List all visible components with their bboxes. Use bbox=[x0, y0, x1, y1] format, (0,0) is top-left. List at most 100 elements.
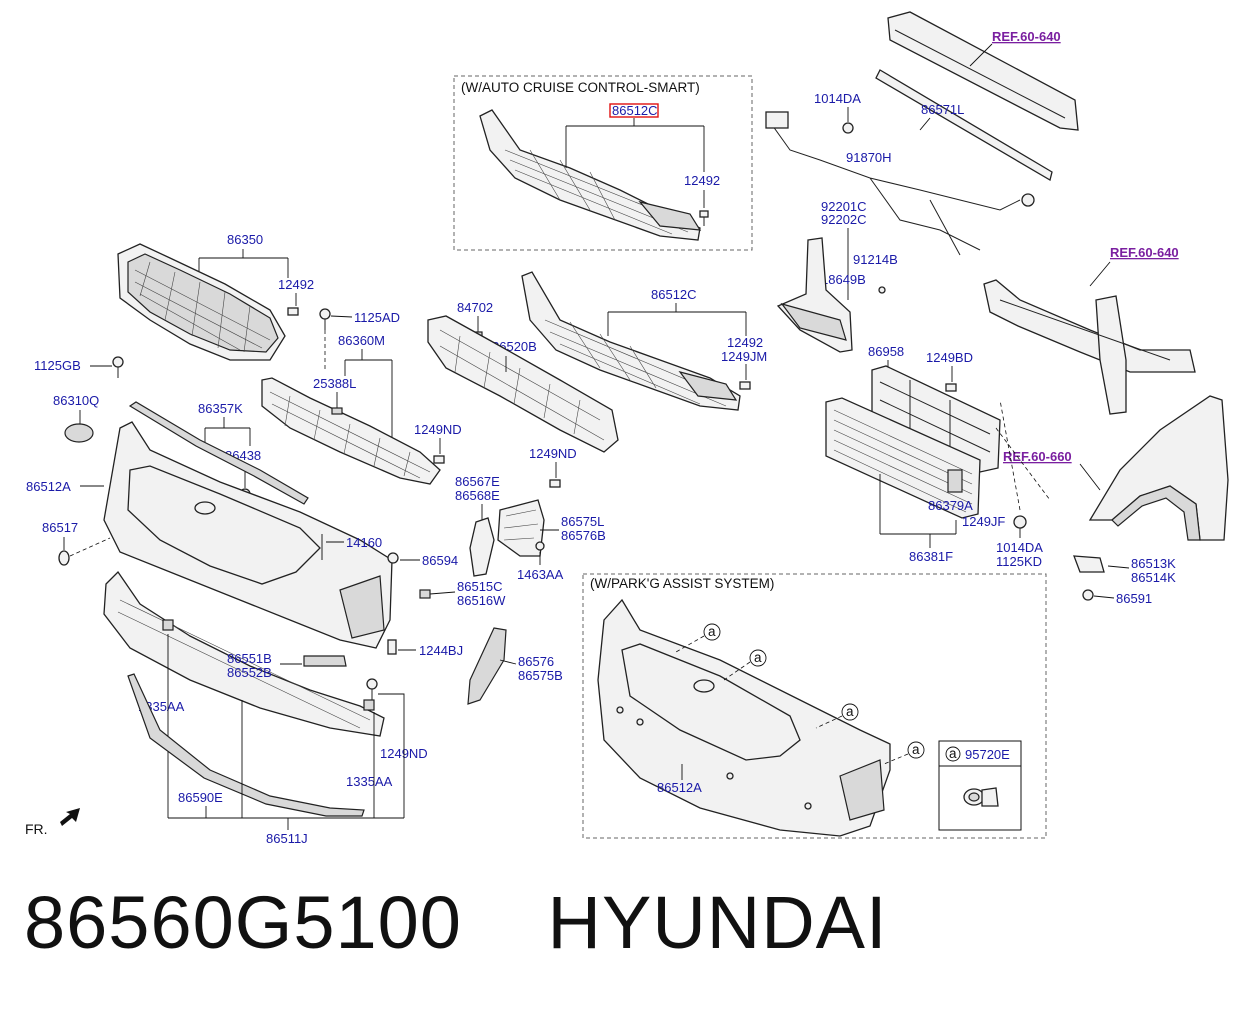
front-fender bbox=[1088, 395, 1229, 541]
lower-grille-standard bbox=[521, 271, 741, 411]
manufacturer-name: HYUNDAI bbox=[547, 881, 888, 964]
label-1249JM: 1249JM bbox=[721, 349, 767, 364]
label-86576: 86576 bbox=[518, 654, 554, 669]
sensor-legend: a 95720E bbox=[938, 740, 1022, 831]
bracket-1335AA-a bbox=[162, 619, 174, 631]
label-18649B: 18649B bbox=[821, 272, 866, 287]
bracket-1335AA-b bbox=[363, 699, 375, 711]
reflector-strip bbox=[303, 655, 347, 667]
label-84702: 84702 bbox=[457, 300, 493, 315]
lower-grille-cruise bbox=[479, 109, 702, 241]
label-1125KD: 1125KD bbox=[996, 554, 1042, 569]
label-25388L: 25388L bbox=[313, 376, 356, 391]
cruise-control-box-title: (W/AUTO CRUISE CONTROL-SMART) bbox=[461, 80, 700, 95]
label-12492-grille: 12492 bbox=[278, 277, 314, 292]
label-1249JF: 1249JF bbox=[962, 514, 1005, 529]
label-86516W: 86516W bbox=[457, 593, 506, 608]
label-91870H: 91870H bbox=[846, 150, 892, 165]
label-1335AA-b: 1335AA bbox=[346, 774, 393, 789]
label-86567E: 86567E bbox=[455, 474, 500, 489]
front-bumper-cover bbox=[103, 421, 393, 649]
parking-assist-box bbox=[582, 573, 1047, 839]
label-91214B: 91214B bbox=[853, 252, 898, 267]
label-86512A-parking: 86512A bbox=[657, 780, 702, 795]
upper-trim-strip bbox=[128, 401, 309, 505]
label-86551B: 86551B bbox=[227, 651, 272, 666]
svg-text:a: a bbox=[754, 650, 762, 665]
label-86571L: 86571L bbox=[921, 102, 964, 117]
label-86590E: 86590E bbox=[178, 790, 223, 805]
svg-text:a: a bbox=[708, 624, 716, 639]
ref-60-640-right: REF.60-640 bbox=[1110, 245, 1179, 260]
label-1014DA-bottom: 1014DA bbox=[996, 540, 1043, 555]
label-86568E: 86568E bbox=[455, 488, 500, 503]
front-arrow-icon bbox=[60, 808, 80, 826]
radiator-support bbox=[983, 279, 1196, 415]
label-86512C-mid: 86512C bbox=[651, 287, 697, 302]
parking-assist-box-title: (W/PARK'G ASSIST SYSTEM) bbox=[590, 576, 774, 591]
label-86310Q: 86310Q bbox=[53, 393, 99, 408]
label-92202C: 92202C bbox=[821, 212, 867, 227]
label-86517: 86517 bbox=[42, 520, 78, 535]
side-guide-bracket bbox=[1073, 555, 1105, 573]
svg-text:a: a bbox=[949, 746, 957, 761]
bolt-12492-top bbox=[699, 210, 709, 226]
svg-text:a: a bbox=[912, 742, 920, 757]
bolt-12492-grille bbox=[287, 307, 299, 316]
wiring-harness bbox=[765, 111, 1035, 256]
label-86591: 86591 bbox=[1116, 591, 1152, 606]
radiator-grille bbox=[117, 243, 286, 361]
label-86515C: 86515C bbox=[457, 579, 503, 594]
parking-sensor-icon bbox=[963, 787, 999, 807]
label-86575L: 86575L bbox=[561, 514, 604, 529]
bolt-1014DA-bottom bbox=[1013, 515, 1027, 529]
label-86350: 86350 bbox=[227, 232, 263, 247]
label-86379A: 86379A bbox=[928, 498, 973, 513]
highlight-box bbox=[609, 103, 659, 118]
bolt-1014DA-top bbox=[842, 122, 854, 134]
label-86511J: 86511J bbox=[266, 831, 308, 846]
label-1249ND-a: 1249ND bbox=[414, 422, 462, 437]
label-86513K: 86513K bbox=[1131, 556, 1176, 571]
ref-60-640-top: REF.60-640 bbox=[992, 29, 1061, 44]
part-number: 86560G5100 bbox=[24, 881, 462, 964]
label-1249ND-b: 1249ND bbox=[529, 446, 577, 461]
label-1244BJ: 1244BJ bbox=[419, 643, 463, 658]
label-86575B: 86575B bbox=[518, 668, 563, 683]
bolt-1125GB bbox=[112, 356, 124, 378]
side-garnish bbox=[467, 627, 507, 705]
label-86360M: 86360M bbox=[338, 333, 385, 348]
label-1125GB: 1125GB bbox=[34, 358, 81, 373]
label-1014DA-top: 1014DA bbox=[814, 91, 861, 106]
front-direction-label: FR. bbox=[25, 821, 48, 837]
label-86357K: 86357K bbox=[198, 401, 243, 416]
lower-skid-strip bbox=[127, 673, 365, 817]
label-86514K: 86514K bbox=[1131, 570, 1176, 585]
label-12492-top: 12492 bbox=[684, 173, 720, 188]
label-86512C-highlighted: 86512C bbox=[612, 103, 658, 118]
front-bumper-cover-parking bbox=[597, 598, 891, 837]
tow-hook-cap bbox=[58, 550, 70, 566]
label-14160: 14160 bbox=[346, 535, 382, 550]
parts-diagram: (W/AUTO CRUISE CONTROL-SMART) (W/PARK'G … bbox=[25, 11, 1229, 846]
cruise-control-box bbox=[453, 75, 753, 251]
side-bracket-left bbox=[469, 517, 495, 577]
upper-grille-bracket bbox=[261, 377, 441, 485]
label-1463AA: 1463AA bbox=[517, 567, 564, 582]
label-12492-mid: 12492 bbox=[727, 335, 763, 350]
emblem bbox=[64, 423, 94, 443]
label-1249BD: 1249BD bbox=[926, 350, 973, 365]
callout-a-3: a bbox=[841, 703, 859, 721]
label-92201C: 92201C bbox=[821, 199, 867, 214]
bolt-1125AD bbox=[319, 308, 331, 330]
svg-text:a: a bbox=[846, 704, 854, 719]
callout-a-2: a bbox=[749, 649, 767, 667]
lower-bumper-cover bbox=[103, 570, 385, 737]
label-86594: 86594 bbox=[422, 553, 458, 568]
label-86958: 86958 bbox=[868, 344, 904, 359]
label-95720E: 95720E bbox=[965, 747, 1010, 762]
label-86576B: 86576B bbox=[561, 528, 606, 543]
ref-60-660: REF.60-660 bbox=[1003, 449, 1072, 464]
label-86512A-main: 86512A bbox=[26, 479, 71, 494]
callout-a-1: a bbox=[703, 623, 721, 641]
